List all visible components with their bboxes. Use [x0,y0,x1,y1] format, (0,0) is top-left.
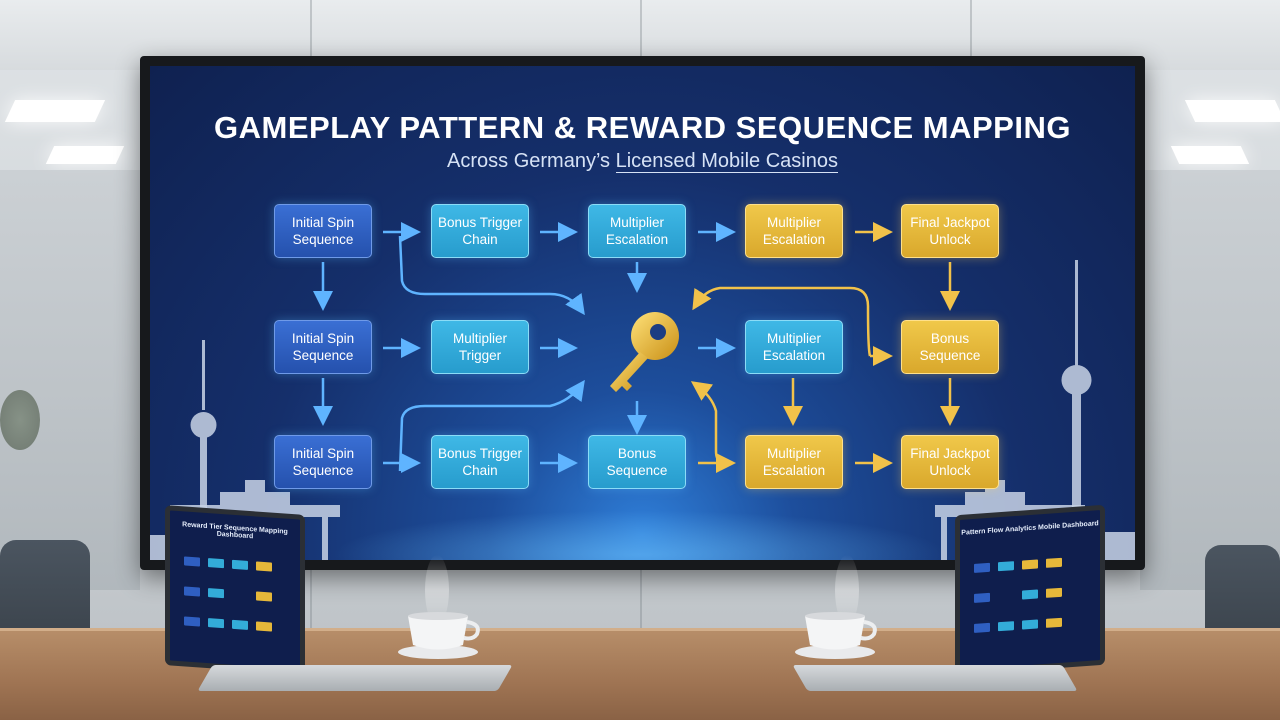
node-multiplier-escalation: Multiplier Escalation [745,435,843,489]
mini-node [256,591,272,602]
node-initial-spin-sequence: Initial Spin Sequence [274,320,372,374]
laptop-right-screen: Pattern Flow Analytics Mobile Dashboard [955,504,1105,676]
screen-glow [330,510,950,560]
tv-tower-icon [190,340,217,560]
flow-arrows [313,222,960,473]
mini-node [1022,589,1038,600]
plant [0,390,40,450]
laptop-right-base [792,665,1078,691]
coffee-cup-left [398,612,480,659]
mini-node [1022,559,1038,570]
mini-node [1046,617,1062,628]
mini-node [998,561,1014,572]
mini-node [974,622,990,633]
mini-node [256,561,272,572]
node-multiplier-trigger: Multiplier Trigger [431,320,529,374]
mini-node [974,562,990,573]
window-right [1140,170,1280,590]
node-bonus-trigger-chain: Bonus Trigger Chain [431,435,529,489]
node-final-jackpot-unlock: Final Jackpot Unlock [901,435,999,489]
node-bonus-sequence: Bonus Sequence [588,435,686,489]
mini-node [184,556,200,567]
mini-node [208,558,224,569]
tv-screen: GAMEPLAY PATTERN & REWARD SEQUENCE MAPPI… [150,66,1135,560]
ceiling-light-left-2 [45,146,125,164]
window-left [0,170,140,590]
screen-subtitle: Across Germany’s Licensed Mobile Casinos [150,150,1135,173]
mini-node [1022,619,1038,630]
node-multiplier-escalation: Multiplier Escalation [588,204,686,258]
mini-node [256,621,272,632]
node-bonus-sequence: Bonus Sequence [901,320,999,374]
node-bonus-trigger-chain: Bonus Trigger Chain [431,204,529,258]
node-initial-spin-sequence: Initial Spin Sequence [274,435,372,489]
laptop-left-title: Reward Tier Sequence Mapping Dashboard [182,521,288,541]
ceiling-light-left [4,100,106,122]
coffee-cup-right [795,612,877,659]
mini-node [232,619,248,630]
mini-node [974,592,990,603]
laptop-left-screen: Reward Tier Sequence Mapping Dashboard [165,505,305,675]
mini-node [208,618,224,629]
subtitle-underlined: Licensed Mobile Casinos [615,150,838,173]
node-multiplier-escalation: Multiplier Escalation [745,204,843,258]
tv-tower-icon [1061,260,1092,560]
subtitle-prefix: Across Germany’s [447,150,616,172]
table-edge [0,628,1280,631]
mini-node [208,588,224,599]
mini-node [184,586,200,597]
mini-node [1046,587,1062,598]
node-initial-spin-sequence: Initial Spin Sequence [274,204,372,258]
ceiling-light-right-2 [1170,146,1250,164]
key-icon [610,312,679,392]
laptop-right-title: Pattern Flow Analytics Mobile Dashboard [961,520,1099,537]
screen-title: GAMEPLAY PATTERN & REWARD SEQUENCE MAPPI… [214,110,1071,145]
mini-node [232,559,248,570]
wall-tv: GAMEPLAY PATTERN & REWARD SEQUENCE MAPPI… [140,56,1145,570]
node-final-jackpot-unlock: Final Jackpot Unlock [901,204,999,258]
mini-node [998,621,1014,632]
mini-node [184,616,200,627]
laptop-left-base [197,665,513,691]
mini-node [1046,557,1062,568]
laptop-left: Reward Tier Sequence Mapping Dashboard [165,505,513,695]
node-multiplier-escalation: Multiplier Escalation [745,320,843,374]
ceiling-light-right [1184,100,1280,122]
